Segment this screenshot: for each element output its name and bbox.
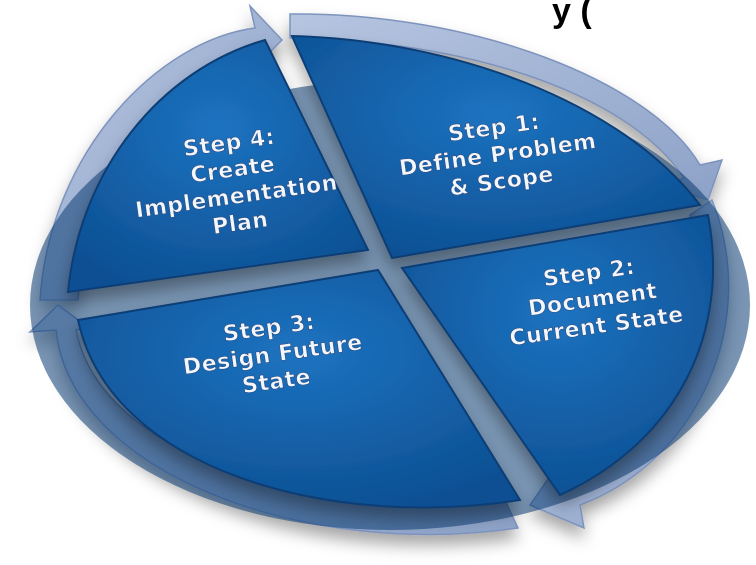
segment-step-1 <box>290 34 702 260</box>
segment-step-2 <box>400 213 715 497</box>
segment-step-4 <box>66 38 370 294</box>
segment-step-3 <box>76 268 522 509</box>
header-partial-text: y ( <box>552 0 592 30</box>
segments <box>66 34 715 509</box>
step-4-label: Step 4: Create Implementation Plan <box>134 124 340 240</box>
